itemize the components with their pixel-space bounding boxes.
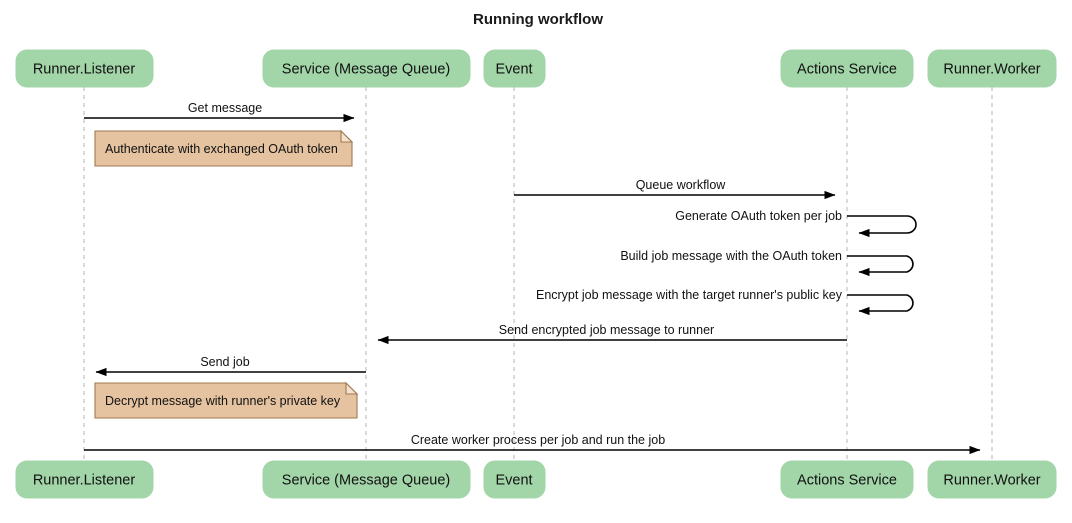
participant-box-runner-listener-bottom (15, 460, 154, 499)
message-send-encrypted-job-message-to-runner: Send encrypted job message to runner (377, 323, 847, 345)
note-authenticate-with-exchanged-oauth-token: Authenticate with exchanged OAuth token (94, 129, 354, 167)
message-label-get-message: Get message (188, 101, 262, 115)
participant-box-actions-service-top (780, 49, 914, 88)
participant-box-runner-worker-bottom (927, 460, 1057, 499)
message-get-message: Get message (84, 101, 355, 123)
message-label-create-worker-process-per-job-and-run-the-job: Create worker process per job and run th… (411, 433, 665, 447)
participant-box-event-top (483, 49, 546, 88)
participant-runner-worker-top[interactable]: Runner.Worker (927, 49, 1057, 88)
participant-label-runner-worker-top: Runner.Worker (943, 61, 1040, 77)
participant-box-runner-worker-top (927, 49, 1057, 88)
message-send-job: Send job (95, 355, 366, 377)
participant-label-event-top: Event (495, 61, 532, 77)
participant-label-service-message-queue-top: Service (Message Queue) (282, 61, 450, 77)
notes-group: Authenticate with exchanged OAuth tokenD… (94, 129, 359, 419)
participant-actions-service-top[interactable]: Actions Service (780, 49, 914, 88)
note-label-authenticate-with-exchanged-oauth-token: Authenticate with exchanged OAuth token (105, 142, 338, 156)
lifelines-group (83, 87, 993, 461)
participant-service-message-queue-top[interactable]: Service (Message Queue) (262, 49, 471, 88)
participant-label-actions-service-top: Actions Service (797, 61, 897, 77)
message-label-send-job: Send job (200, 355, 249, 369)
message-label-send-encrypted-job-message-to-runner: Send encrypted job message to runner (499, 323, 714, 337)
participant-box-service-message-queue-top (262, 49, 471, 88)
participant-label-runner-worker-bottom: Runner.Worker (943, 472, 1040, 488)
note-body-authenticate-with-exchanged-oauth-token (94, 130, 353, 167)
message-encrypt-job-message-with-the-target-runners-public-key: Encrypt job message with the target runn… (536, 288, 914, 316)
message-generate-oauth-token-per-job: Generate OAuth token per job (675, 209, 917, 238)
participants-bottom-group: Runner.Listener Service (Message Queue) Ev… (15, 460, 1057, 499)
participant-box-actions-service-bottom (780, 460, 914, 499)
message-line-build-job-message-with-the-oauth-token (847, 255, 914, 277)
message-label-encrypt-job-message-with-the-target-runners-public-key: Encrypt job message with the target runn… (536, 288, 843, 302)
message-queue-workflow: Queue workflow (514, 178, 836, 200)
participant-service-message-queue-bottom[interactable]: Service (Message Queue) (262, 460, 471, 499)
participant-runner-listener-bottom[interactable]: Runner.Listener (15, 460, 154, 499)
note-label-decrypt-message-with-runners-private-key: Decrypt message with runner's private ke… (105, 394, 341, 408)
message-label-queue-workflow: Queue workflow (636, 178, 727, 192)
participants-top-group: Runner.Listener Service (Message Queue) Ev… (15, 49, 1057, 88)
participant-box-event-bottom (483, 460, 546, 499)
participant-runner-worker-bottom[interactable]: Runner.Worker (927, 460, 1057, 499)
message-create-worker-process-per-job-and-run-the-job: Create worker process per job and run th… (84, 433, 981, 455)
participant-runner-listener-top[interactable]: Runner.Listener (15, 49, 154, 88)
participant-box-runner-listener-top (15, 49, 154, 88)
participant-label-runner-listener-top: Runner.Listener (33, 61, 136, 77)
participant-label-runner-listener-bottom: Runner.Listener (33, 472, 136, 488)
participant-event-top[interactable]: Event (483, 49, 546, 88)
message-label-generate-oauth-token-per-job: Generate OAuth token per job (675, 209, 842, 223)
participant-actions-service-bottom[interactable]: Actions Service (780, 460, 914, 499)
participant-label-service-message-queue-bottom: Service (Message Queue) (282, 472, 450, 488)
participant-label-actions-service-bottom: Actions Service (797, 472, 897, 488)
participant-box-service-message-queue-bottom (262, 460, 471, 499)
message-line-generate-oauth-token-per-job (847, 215, 917, 238)
page-title: Running workflow (473, 11, 603, 28)
message-label-build-job-message-with-the-oauth-token: Build job message with the OAuth token (620, 249, 842, 263)
message-line-encrypt-job-message-with-the-target-runners-public-key (847, 294, 914, 316)
participant-event-bottom[interactable]: Event (483, 460, 546, 499)
note-fold-authenticate-with-exchanged-oauth-token (340, 129, 354, 143)
participant-label-event-bottom: Event (495, 472, 532, 488)
message-build-job-message-with-the-oauth-token: Build job message with the OAuth token (620, 249, 914, 277)
note-fold-decrypt-message-with-runners-private-key (345, 381, 359, 395)
note-body-decrypt-message-with-runners-private-key (94, 382, 358, 419)
note-decrypt-message-with-runners-private-key: Decrypt message with runner's private ke… (94, 381, 359, 419)
